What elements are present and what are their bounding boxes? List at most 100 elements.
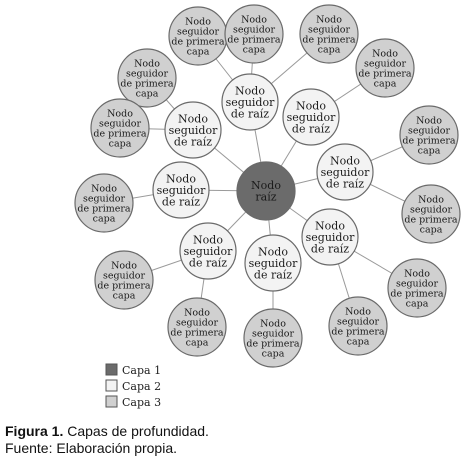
first-layer-follower-node-label: seguidor xyxy=(83,193,126,204)
first-layer-follower-node-label: de primera xyxy=(404,214,458,225)
first-layer-follower-node-label: Nodo xyxy=(111,260,137,271)
first-layer-follower-node-label: seguidor xyxy=(99,118,142,129)
root-follower-node-label: Nodo xyxy=(166,172,196,185)
root-follower-node-label: Nodo xyxy=(235,84,265,97)
root-follower-node-label: seguidor xyxy=(169,124,218,137)
caption-source: Fuente: Elaboración propia. xyxy=(5,440,177,456)
first-layer-follower-node-label: seguidor xyxy=(177,26,220,37)
first-layer-follower-node-label: capa xyxy=(420,224,443,235)
first-layer-follower-node-label: seguidor xyxy=(337,316,380,327)
first-layer-follower-node-circle xyxy=(401,184,461,244)
root-follower-node-label: seguidor xyxy=(184,245,233,258)
first-layer-follower-node-label: de primera xyxy=(97,280,151,291)
legend-swatch xyxy=(105,379,118,392)
root-follower-node-circle xyxy=(164,101,222,159)
first-layer-follower-node-label: seguidor xyxy=(408,125,451,136)
first-layer-follower-node-label: de primera xyxy=(331,326,385,337)
first-layer-follower-node-circle xyxy=(167,297,227,357)
first-layer-follower-node-label: Nodo xyxy=(241,14,267,25)
legend-label: Capa 2 xyxy=(122,380,161,393)
legend-label: Capa 3 xyxy=(122,396,161,409)
first-layer-follower-node-label: Nodo xyxy=(91,183,117,194)
first-layer-follower-node-label: capa xyxy=(374,78,397,89)
root-node-circle xyxy=(236,161,296,221)
first-layer-follower-node-label: de primera xyxy=(170,327,224,338)
root-follower-node-circle xyxy=(152,161,210,219)
first-layer-follower-node-label: seguidor xyxy=(103,270,146,281)
first-layer-follower-node-label: de primera xyxy=(120,78,174,89)
root-node-label: Nodo xyxy=(251,179,281,192)
first-layer-follower-node-circle xyxy=(117,48,177,108)
first-layer-follower-node-circle xyxy=(387,258,447,318)
caption-title-line: Figura 1. Capas de profundidad. xyxy=(5,423,209,440)
first-layer-follower-node-label: seguidor xyxy=(233,24,276,35)
first-layer-follower-node-label: de primera xyxy=(390,288,444,299)
first-layer-follower-node-label: capa xyxy=(186,337,209,348)
first-layer-follower-node-label: de primera xyxy=(302,34,356,45)
first-layer-follower-node-circle xyxy=(74,173,134,233)
first-layer-follower-node-label: Nodo xyxy=(184,307,210,318)
first-layer-follower-node-label: capa xyxy=(136,88,159,99)
root-follower-node-label: de raíz xyxy=(174,135,212,148)
root-follower-node-label: Nodo xyxy=(315,219,345,232)
root-follower-node-label: seguidor xyxy=(157,184,206,197)
first-layer-follower-node-label: Nodo xyxy=(107,108,133,119)
legend-swatch xyxy=(105,363,118,376)
root-follower-node-label: de raíz xyxy=(231,107,269,120)
root-follower-node-label: de raíz xyxy=(326,177,364,190)
first-layer-follower-node-label: de primera xyxy=(93,128,147,139)
first-layer-follower-node-label: seguidor xyxy=(126,68,169,79)
first-layer-follower-node-label: Nodo xyxy=(372,48,398,59)
figure-label: Figura 1. xyxy=(5,423,64,439)
root-follower-node-label: seguidor xyxy=(321,166,370,179)
root-follower-node-label: Nodo xyxy=(296,99,326,112)
first-layer-follower-node-label: seguidor xyxy=(176,317,219,328)
first-layer-follower-node-circle xyxy=(224,4,284,64)
first-layer-follower-node-label: Nodo xyxy=(185,16,211,27)
first-layer-follower-node-label: seguidor xyxy=(308,24,351,35)
first-layer-follower-node-label: Nodo xyxy=(316,14,342,25)
root-follower-node-circle xyxy=(244,234,302,292)
root-follower-node-label: Nodo xyxy=(178,112,208,125)
first-layer-follower-node-label: capa xyxy=(113,290,136,301)
first-layer-follower-node-label: Nodo xyxy=(416,115,442,126)
root-follower-node-label: de raíz xyxy=(292,122,330,135)
figure-text: Capas de profundidad. xyxy=(63,423,209,439)
root-follower-node-circle xyxy=(301,208,359,266)
first-layer-follower-node-label: capa xyxy=(187,46,210,57)
first-layer-follower-node-circle xyxy=(328,296,388,356)
first-layer-follower-node-circle xyxy=(299,4,359,64)
first-layer-follower-node-circle xyxy=(355,38,415,98)
first-layer-follower-node-circle xyxy=(94,250,154,310)
root-follower-node-label: de raíz xyxy=(311,242,349,255)
root-follower-node-label: seguidor xyxy=(306,231,355,244)
root-follower-node-circle xyxy=(282,88,340,146)
first-layer-follower-node-label: Nodo xyxy=(404,268,430,279)
first-layer-follower-node-label: capa xyxy=(93,213,116,224)
first-layer-follower-node-label: capa xyxy=(109,138,132,149)
first-layer-follower-node-label: de primera xyxy=(246,338,300,349)
legend-swatch xyxy=(105,395,118,408)
first-layer-follower-node-label: seguidor xyxy=(396,278,439,289)
first-layer-follower-node-label: capa xyxy=(318,44,341,55)
first-layer-follower-node-label: Nodo xyxy=(260,318,286,329)
first-layer-follower-node-label: Nodo xyxy=(345,306,371,317)
first-layer-follower-node-label: capa xyxy=(243,44,266,55)
root-node-label: raíz xyxy=(255,191,276,204)
first-layer-follower-node-label: de primera xyxy=(171,36,225,47)
root-follower-node-label: de raíz xyxy=(189,256,227,269)
